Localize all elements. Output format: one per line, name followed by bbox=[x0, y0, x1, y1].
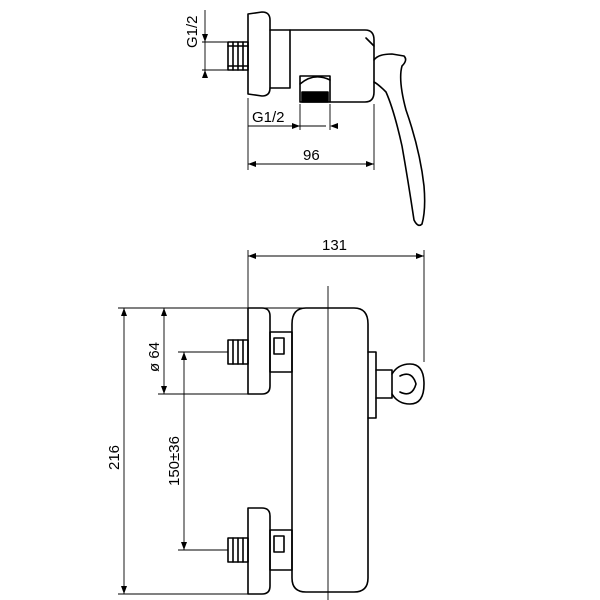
lever-knob bbox=[367, 351, 425, 419]
escutcheon-flange bbox=[247, 11, 271, 97]
label-diameter: ø 64 bbox=[146, 342, 163, 372]
threaded-inlet-top bbox=[227, 41, 249, 71]
label-thread-top: G1/2 bbox=[184, 15, 201, 48]
dim-width: 131 bbox=[247, 237, 425, 362]
side-view: G1/2 G1/2 96 bbox=[184, 10, 426, 227]
dim-diameter: ø 64 bbox=[146, 308, 248, 395]
dim-spacing: 150±36 bbox=[166, 351, 228, 551]
label-height: 216 bbox=[106, 445, 123, 470]
label-thread-bottom: G1/2 bbox=[252, 109, 285, 126]
inlet-upper bbox=[227, 307, 293, 395]
label-width: 131 bbox=[322, 237, 347, 254]
dim-height: 216 bbox=[106, 307, 306, 595]
outlet-nozzle bbox=[299, 75, 331, 103]
dim-thread-top: G1/2 bbox=[184, 10, 228, 78]
connector bbox=[269, 29, 291, 89]
dim-thread-bottom: G1/2 bbox=[248, 104, 338, 130]
lever-handle bbox=[373, 53, 426, 227]
label-spacing: 150±36 bbox=[166, 436, 183, 486]
inlet-lower bbox=[227, 507, 293, 595]
label-depth: 96 bbox=[303, 147, 320, 164]
front-view: 131 216 ø 64 150±36 bbox=[106, 237, 425, 600]
mixer-body bbox=[291, 307, 369, 593]
valve-body bbox=[289, 29, 375, 103]
dim-depth: 96 bbox=[247, 98, 375, 170]
